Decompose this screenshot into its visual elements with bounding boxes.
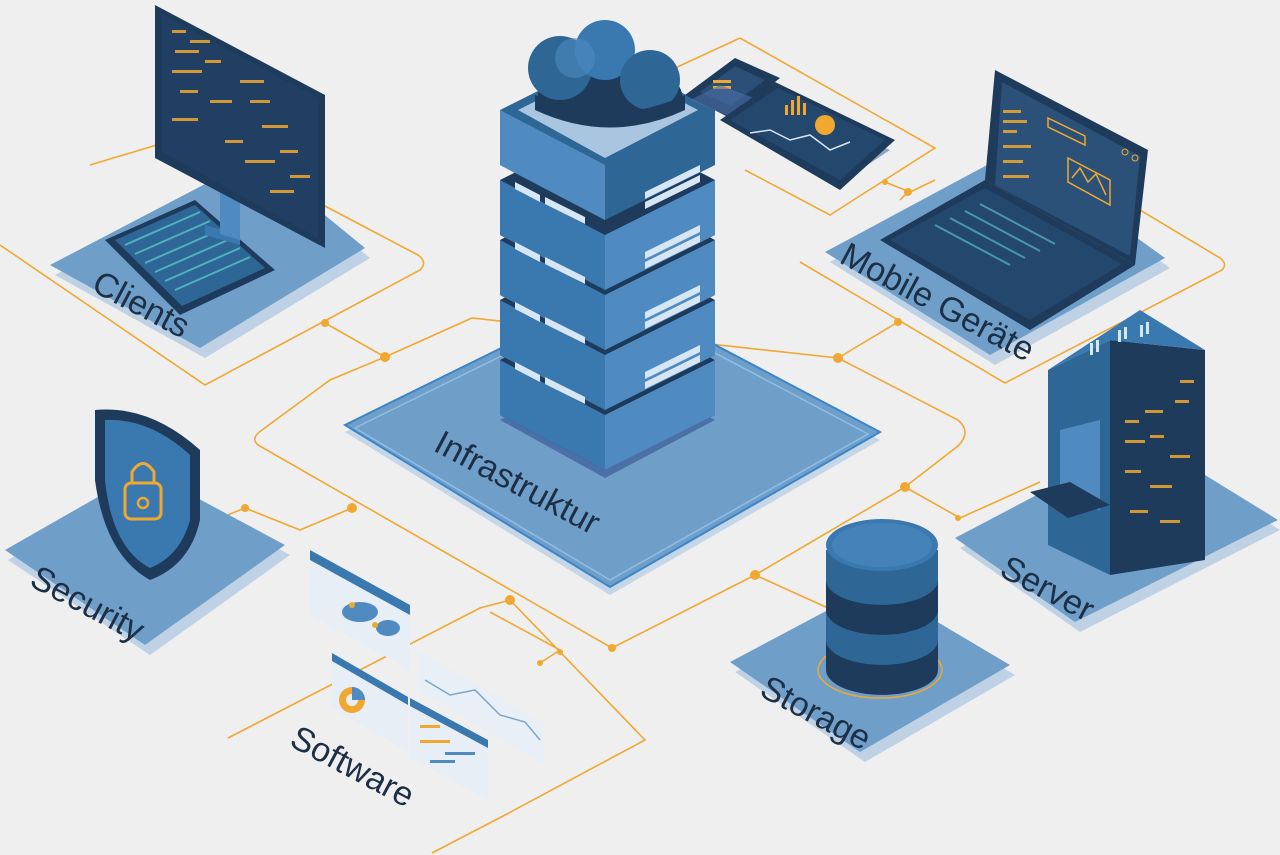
laptop-icon: [880, 70, 1148, 330]
server-cabinet-icon: [1030, 310, 1205, 575]
database-icon: [817, 519, 943, 699]
tablet-devices-icon: [685, 58, 895, 190]
desktop-computer-icon: [105, 5, 325, 315]
cloud-server-rack-icon: [500, 20, 715, 478]
shield-lock-icon: [95, 409, 200, 580]
dashboard-screens-icon: [310, 550, 545, 800]
connector-nodes: [241, 179, 961, 666]
